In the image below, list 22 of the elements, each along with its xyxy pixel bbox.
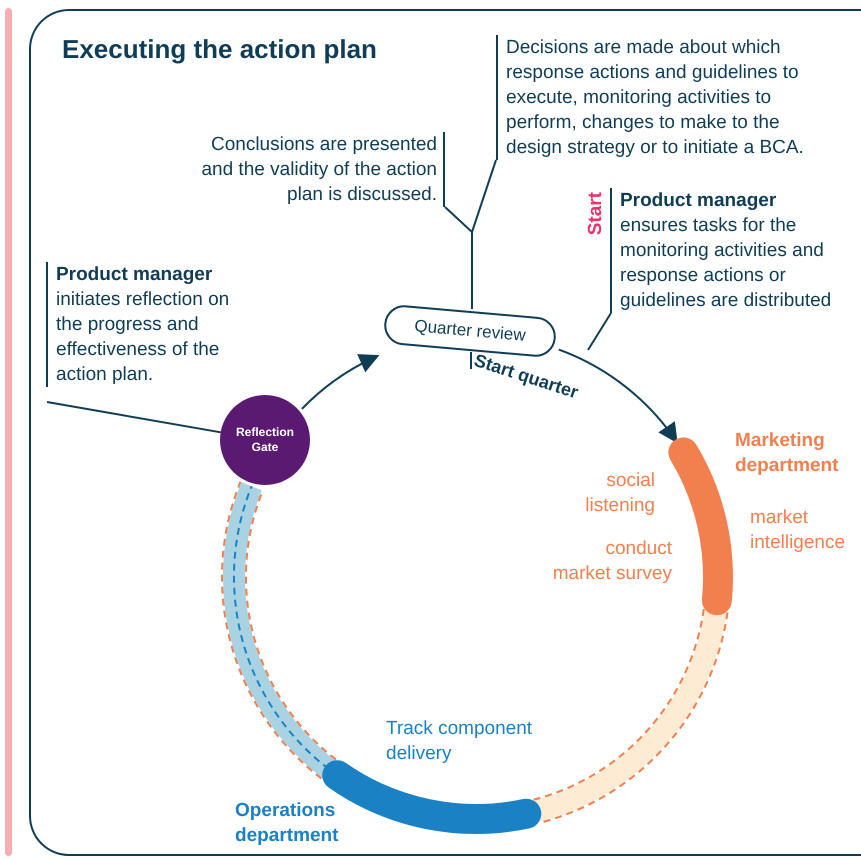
callout-text: Conclusions are presented and the validity of the action plan is discussed.: [175, 132, 445, 207]
gate-circle: Reflection Gate: [220, 395, 310, 485]
dashed-band: [533, 608, 728, 824]
title: Executing the action plan: [62, 34, 377, 65]
arrow: [301, 355, 380, 410]
arrow: [558, 348, 678, 444]
callout-heading: Product manager: [620, 189, 778, 213]
callout: [46, 262, 231, 387]
callout-text: ensures tasks for the monitoring activities and response actions or guidelines are distributed: [620, 214, 832, 313]
activity-text: Track component delivery: [386, 717, 534, 766]
callout-heading: Product manager: [56, 263, 214, 287]
leader-line: [46, 401, 221, 434]
department-label: Marketing department: [735, 429, 840, 478]
activity-text: conduct market survey: [552, 537, 672, 586]
dashed-band: [221, 481, 337, 780]
callout-text: initiates reflection on the progress and effectiveness of the action plan.: [56, 288, 230, 387]
activity-text: market intelligence: [750, 506, 846, 555]
callout-text: Decisions are made about which response actions and guidelines to execute, monitoring activities to perform, changes to make to the design strategy or to initiate a BCA.: [496, 35, 826, 160]
department-label: Operations department: [235, 799, 340, 848]
leader-line: [587, 312, 612, 351]
activity-text: social listening: [584, 469, 655, 518]
start-label: Start: [585, 192, 607, 236]
